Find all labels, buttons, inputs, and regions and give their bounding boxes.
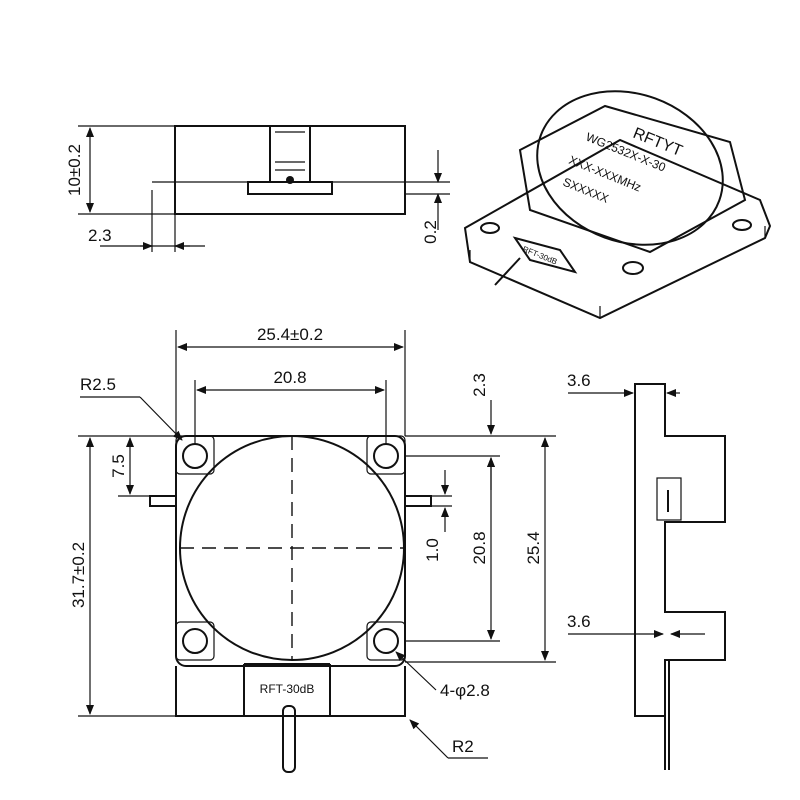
holes-label: 4-φ2.8 — [440, 681, 490, 700]
iso-tab — [512, 236, 578, 274]
iso-mount-hole — [622, 261, 644, 275]
iso-plate-edges — [469, 226, 766, 318]
outer-radius-label: R2 — [452, 737, 474, 756]
tab-thickness-label: 1.0 — [423, 538, 442, 562]
front-lower-body — [175, 666, 406, 717]
hole-circle — [373, 443, 399, 469]
mount-hole-bottom-right — [366, 621, 406, 661]
iso-base-plate — [463, 138, 772, 320]
left-offset-label: 7.5 — [109, 454, 128, 478]
front-tab-box — [243, 663, 331, 716]
front-side-tab-right — [404, 495, 432, 507]
front-tab-text: RFT-30dB — [260, 682, 315, 696]
iso-pin — [494, 257, 521, 286]
iso-housing — [518, 104, 747, 254]
hole-circle — [373, 628, 399, 654]
hole-circle — [182, 443, 208, 469]
side-pin — [286, 176, 294, 184]
iso-mount-hole — [732, 219, 752, 231]
gap-label: 0.2 — [421, 220, 440, 244]
leader-line — [139, 396, 183, 441]
bottom-3.6-label: 3.6 — [567, 612, 591, 631]
body-height-label: 25.4 — [524, 531, 543, 564]
front-view: RFT-30dB 25.4±0.2 20.8 R2.5 7.5 31.7±0.2 — [69, 325, 556, 773]
hole-boss — [175, 621, 215, 661]
iso-mount-hole — [480, 222, 500, 234]
leader-line — [409, 719, 449, 759]
leader-line — [395, 651, 437, 691]
hole-circle — [182, 628, 208, 654]
right-view-outline — [634, 383, 726, 770]
hole-v-span-label: 20.8 — [470, 531, 489, 564]
height-label: 10±0.2 — [65, 144, 84, 196]
isometric-view: RFTYT WG2532X-X-30 XXX-XXXMHz SXXXXX RFT… — [463, 90, 772, 320]
front-pin — [282, 705, 296, 773]
mount-hole-bottom-left — [175, 621, 215, 661]
corner-radius-label: R2.5 — [80, 375, 116, 394]
width-label: 25.4±0.2 — [257, 325, 323, 344]
right-view-tab — [656, 477, 682, 521]
top-3.6-label: 3.6 — [567, 371, 591, 390]
side-view-top: 10±0.2 2.3 0.2 — [65, 125, 450, 252]
iso-label-disc — [536, 90, 724, 246]
hole-boss — [366, 621, 406, 661]
front-side-tab-left — [149, 495, 177, 507]
hole-span-label: 20.8 — [273, 368, 306, 387]
side-view-right: 3.6 3.6 — [567, 371, 726, 770]
top-offset-label: 2.3 — [470, 373, 489, 397]
side-body-outline — [174, 125, 406, 215]
total-height-label: 31.7±0.2 — [69, 542, 88, 608]
offset-label: 2.3 — [88, 226, 112, 245]
